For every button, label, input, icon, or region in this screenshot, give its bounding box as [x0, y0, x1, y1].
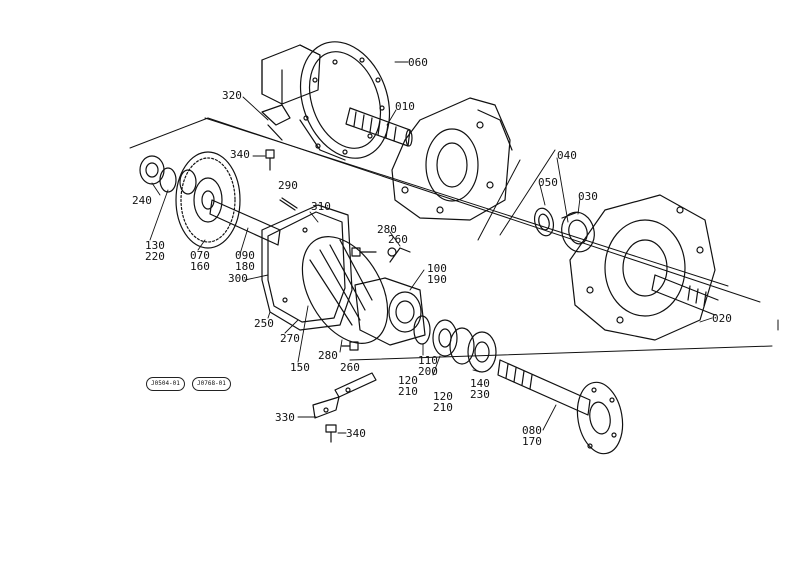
figure-ref-badge-2: J0768-01	[192, 377, 231, 391]
leader-lines	[149, 61, 713, 434]
part-label-190: 190	[427, 273, 447, 286]
part-label-100: 100	[427, 262, 447, 275]
part-label-260-top: 260	[388, 233, 408, 246]
part-label-110-200: 110 200	[418, 355, 438, 377]
part-label-070: 070	[190, 249, 210, 262]
part-label-050: 050	[538, 176, 558, 189]
part-label-120-left: 120	[398, 374, 418, 387]
part-label-140: 140	[470, 377, 490, 390]
right-housing	[569, 194, 719, 341]
part-label-180: 180	[235, 260, 255, 273]
part-label-340-bottom: 340	[346, 427, 366, 440]
left-bearing-240	[139, 155, 177, 193]
part-label-260-bottom: 260	[340, 361, 360, 374]
part-label-010: 010	[395, 100, 415, 113]
part-label-060: 060	[408, 56, 428, 69]
part-label-100-190: 100 190	[427, 263, 447, 285]
part-label-150: 150	[290, 361, 310, 374]
part-label-090-180: 090 180	[235, 250, 255, 272]
ring-gear-070	[175, 151, 241, 249]
part-label-200: 200	[418, 365, 438, 378]
part-label-070-160: 070 160	[190, 250, 210, 272]
part-label-090: 090	[235, 249, 255, 262]
part-label-030: 030	[578, 190, 598, 203]
part-label-020: 020	[712, 312, 732, 325]
part-label-170: 170	[522, 435, 542, 448]
frame-lines	[129, 117, 779, 361]
bracket-330	[312, 372, 377, 443]
bolts-280-260-right	[341, 247, 377, 351]
part-label-130: 130	[145, 239, 165, 252]
part-label-080: 080	[522, 424, 542, 437]
part-label-210-right: 210	[433, 401, 453, 414]
part-label-280-top: 280	[377, 223, 397, 236]
pin-290	[279, 197, 298, 211]
shaft-090	[209, 199, 281, 246]
part-label-230: 230	[470, 388, 490, 401]
part-label-320: 320	[222, 89, 242, 102]
part-label-120-210-right: 120 210	[433, 391, 453, 413]
part-label-130-220: 130 220	[145, 240, 165, 262]
part-label-300: 300	[228, 272, 248, 285]
spline-shaft-010	[345, 107, 413, 147]
part-label-280-bottom: 280	[318, 349, 338, 362]
part-label-290: 290	[278, 179, 298, 192]
differential-housing	[261, 204, 426, 346]
output-bearings	[413, 315, 497, 373]
figure-ref-badge-1: J0504-01	[146, 377, 185, 391]
part-label-040: 040	[557, 149, 577, 162]
part-label-160: 160	[190, 260, 210, 273]
part-label-330: 330	[275, 411, 295, 424]
part-label-210-left: 210	[398, 385, 418, 398]
part-label-340-top: 340	[230, 148, 250, 161]
upper-housing	[261, 41, 391, 161]
right-bearing-set	[533, 207, 595, 253]
part-label-120-210-left: 120 210	[398, 375, 418, 397]
part-label-110: 110	[418, 354, 438, 367]
part-label-240: 240	[132, 194, 152, 207]
output-shaft-080	[497, 359, 624, 455]
part-label-310: 310	[311, 200, 331, 213]
part-label-120-right: 120	[433, 390, 453, 403]
part-label-250: 250	[254, 317, 274, 330]
part-label-270: 270	[280, 332, 300, 345]
center-cover	[391, 97, 513, 221]
part-label-220: 220	[145, 250, 165, 263]
part-label-140-230: 140 230	[470, 378, 490, 400]
part-label-080-170: 080 170	[522, 425, 542, 447]
bolt-340-top	[265, 149, 275, 171]
